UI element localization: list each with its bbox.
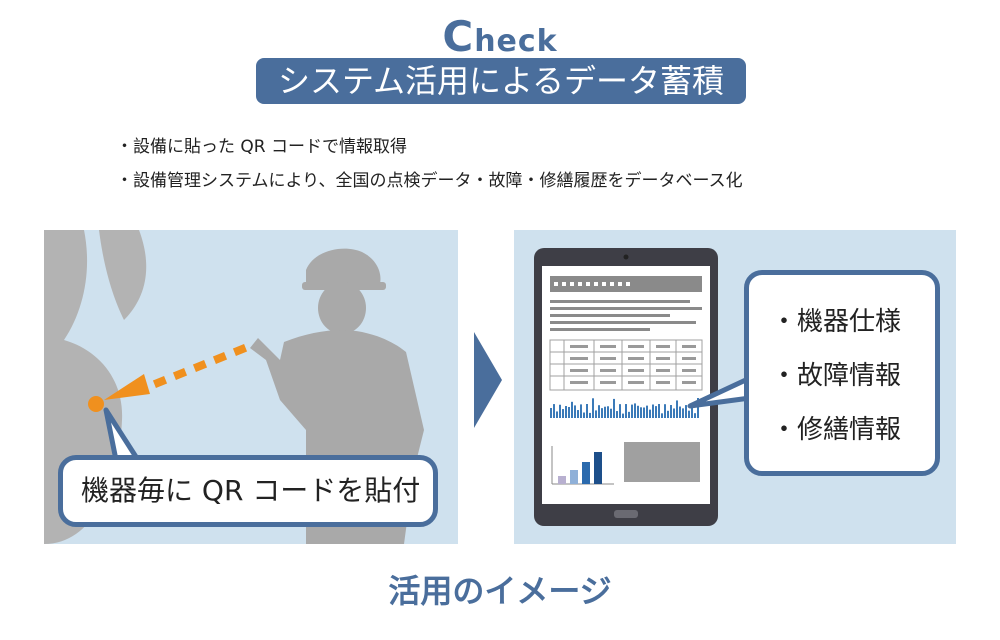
waveform-bar [586, 404, 588, 418]
callout-qr-attach: 機器毎に QR コードを貼付 [58, 455, 438, 527]
check-heading: Check [0, 12, 1000, 61]
bullet-item: ・設備に貼った QR コードで情報取得 [116, 137, 407, 157]
title-banner: システム活用によるデータ蓄積 [256, 58, 746, 104]
info-item: ・修繕情報 [771, 415, 902, 445]
bullet-item: ・設備管理システムにより、全国の点検データ・故障・修繕履歴をデータベース化 [116, 171, 743, 191]
bullet-list: ・設備に貼った QR コードで情報取得 ・設備管理システムにより、全国の点検デー… [116, 130, 743, 198]
waveform-bar [670, 405, 672, 418]
waveform-bar [556, 411, 558, 418]
waveform-bar [658, 404, 660, 418]
scan-line [104, 344, 248, 400]
waveform-bar [559, 404, 561, 418]
waveform-bar [628, 411, 630, 418]
waveform-bar [673, 408, 675, 418]
waveform-bar [598, 405, 600, 418]
waveform-bar [667, 410, 669, 418]
waveform-bar [661, 413, 663, 418]
check-heading-rest: heck [474, 24, 558, 59]
waveform-bar [607, 406, 609, 418]
caption: 活用のイメージ [388, 572, 612, 610]
waveform-bar [595, 410, 597, 418]
waveform-bar [631, 404, 633, 418]
waveform-bar [550, 408, 552, 418]
waveform-bar [649, 409, 651, 418]
waveform-bar [676, 400, 678, 418]
tablet-icon [534, 248, 753, 526]
callout-info-list: ・機器仕様 ・故障情報 ・修繕情報 [744, 270, 940, 476]
waveform-bar [652, 404, 654, 418]
waveform-bar [583, 412, 585, 418]
waveform-bar [664, 404, 666, 418]
waveform-bar [610, 408, 612, 418]
waveform-bar [655, 406, 657, 418]
waveform-bar [637, 405, 639, 418]
waveform-bar [616, 411, 618, 418]
info-item: ・機器仕様 [771, 307, 902, 337]
waveform-bar [640, 407, 642, 418]
arrow-head [104, 374, 150, 400]
waveform-bar [580, 404, 582, 418]
qr-marker-icon [88, 396, 104, 412]
waveform-bar [625, 404, 627, 418]
waveform-bar [643, 407, 645, 418]
waveform-bar [682, 408, 684, 418]
waveform-bar [571, 401, 573, 418]
waveform-bar [634, 403, 636, 418]
waveform-bar [622, 413, 624, 418]
waveform-bar [574, 405, 576, 418]
waveform-bar [691, 404, 693, 418]
waveform-bar [688, 410, 690, 418]
info-item: ・故障情報 [771, 361, 902, 391]
waveform-bar [619, 404, 621, 418]
waveform-bar [646, 405, 648, 418]
waveform-bar [685, 405, 687, 418]
waveform-bar [553, 404, 555, 418]
waveform-bar [613, 398, 615, 418]
waveform-bar [604, 406, 606, 418]
arrow-right-icon [474, 332, 502, 428]
waveform-bar [679, 406, 681, 418]
check-heading-initial: C [442, 12, 475, 61]
waveform-bar [694, 413, 696, 418]
waveform-bar [562, 409, 564, 418]
waveform-bar [568, 407, 570, 418]
waveform-bar [565, 406, 567, 418]
waveform-bar [697, 398, 699, 418]
waveform-bar [592, 398, 594, 418]
waveform-bar [589, 412, 591, 418]
waveform-bar [601, 408, 603, 418]
waveform-bar [577, 410, 579, 418]
waveform-graphic [550, 398, 699, 418]
